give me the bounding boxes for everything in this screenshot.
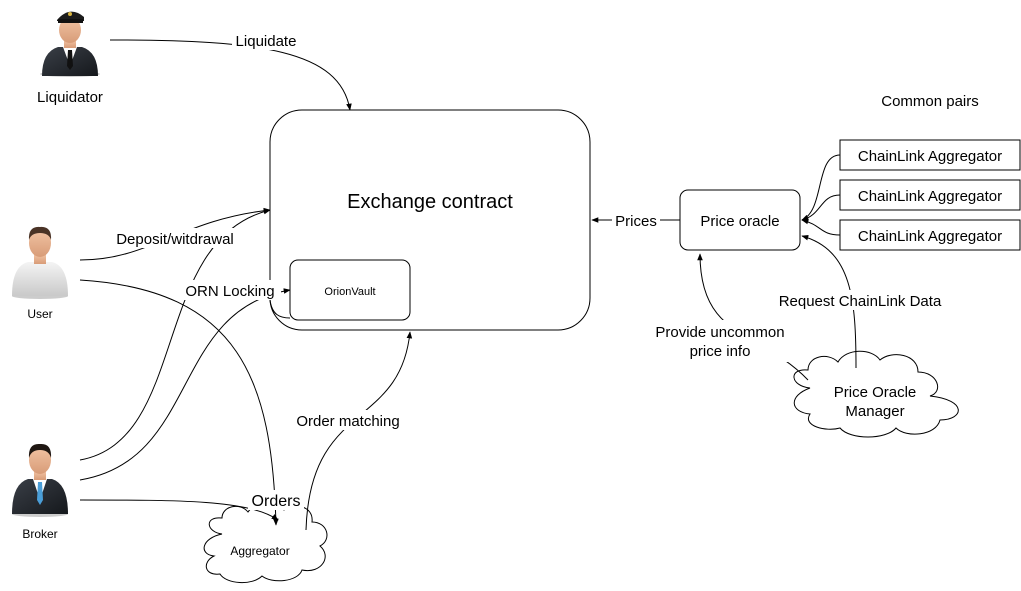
exchange-contract-title: Exchange contract	[347, 191, 513, 213]
chainlink-aggregator-box-2	[839, 179, 1021, 211]
provide-uncommon-label-line2: price info	[690, 343, 751, 360]
orn-locking-edge-broker	[79, 288, 291, 481]
request-chainlink-edge	[801, 235, 857, 369]
chainlink-edge-3	[801, 218, 841, 236]
chainlink-aggregator-label-3: ChainLink Aggregator	[858, 228, 1002, 245]
chainlink-aggregator-label-1: ChainLink Aggregator	[858, 148, 1002, 165]
common-pairs-label: Common pairs	[881, 93, 979, 110]
aggregator-cloud	[203, 502, 328, 583]
liquidate-label: Liquidate	[236, 33, 297, 50]
orion-vault-label: OrionVault	[324, 286, 375, 298]
liquidator-label: Liquidator	[37, 89, 103, 106]
aggregator-label: Aggregator	[230, 544, 289, 558]
chainlink-edge-1	[801, 154, 841, 221]
broker-label: Broker	[22, 527, 57, 541]
prices-label: Prices	[615, 213, 657, 230]
chainlink-edge-2	[801, 194, 841, 222]
price-oracle-manager-cloud	[793, 350, 959, 438]
chainlink-aggregator-box-3	[839, 219, 1021, 251]
chainlink-aggregator-label-2: ChainLink Aggregator	[858, 188, 1002, 205]
broker-orders-edge	[79, 499, 279, 521]
broker-icon	[12, 443, 68, 517]
orders-label: Orders	[252, 493, 301, 510]
order-matching-label: Order matching	[296, 413, 399, 430]
orn-locking-label: ORN Locking	[185, 283, 274, 300]
liquidator-icon	[40, 11, 100, 77]
price-oracle-label: Price oracle	[700, 213, 779, 230]
liquidate-edge	[109, 39, 352, 111]
provide-uncommon-label-line1: Provide uncommon	[655, 324, 784, 341]
user-icon	[12, 226, 68, 299]
request-chainlink-data-label: Request ChainLink Data	[779, 293, 942, 310]
user-label: User	[27, 307, 52, 321]
exchange-vault-connector	[269, 299, 291, 319]
price-oracle-manager-label-line2: Manager	[845, 403, 904, 420]
price-oracle-manager-label-line1: Price Oracle	[834, 384, 917, 401]
deposit-withdrawal-label: Deposit/witdrawal	[116, 231, 234, 248]
order-matching-edge	[305, 331, 413, 531]
user-orders-edge	[79, 279, 279, 526]
